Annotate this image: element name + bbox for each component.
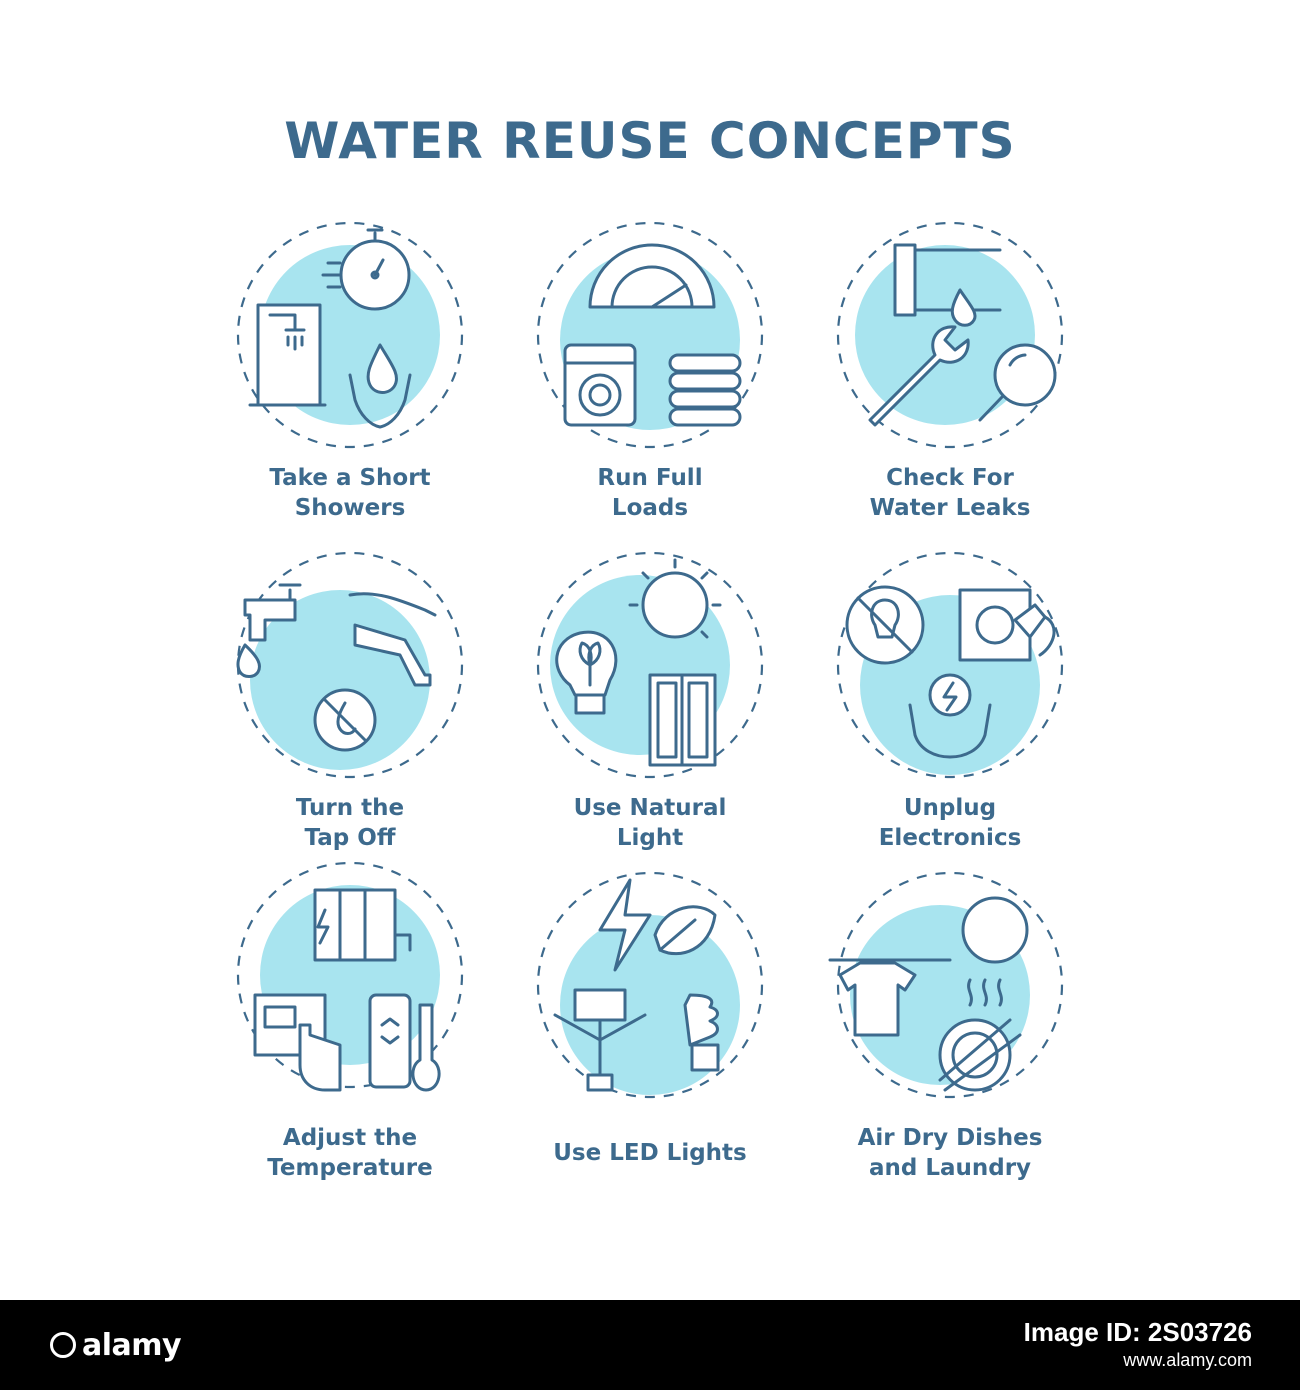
page-title: WATER REUSE CONCEPTS xyxy=(284,112,1016,170)
concept-led-lights: Use LED Lights xyxy=(500,871,800,1195)
image-info: Image ID: 2S03726 www.alamy.com xyxy=(1024,1318,1252,1374)
leak-wrench-icon xyxy=(836,221,1064,449)
air-dry-icon xyxy=(828,871,1064,1099)
alamy-logo: alamy xyxy=(50,1328,182,1363)
washing-machine-icon xyxy=(536,221,764,449)
sun-window-icon xyxy=(536,551,764,779)
led-solar-icon xyxy=(536,871,764,1099)
site-url: www.alamy.com xyxy=(1123,1350,1252,1370)
tap-off-icon xyxy=(236,551,464,779)
unplug-icon xyxy=(836,551,1064,779)
thermostat-icon xyxy=(236,861,464,1092)
image-id: Image ID: 2S03726 xyxy=(1023,1317,1252,1347)
concept-label: Use LED Lights xyxy=(553,1140,747,1166)
shower-timer-icon xyxy=(236,221,464,449)
footer-bar: alamy Image ID: 2S03726 www.alamy.com xyxy=(0,1300,1300,1390)
